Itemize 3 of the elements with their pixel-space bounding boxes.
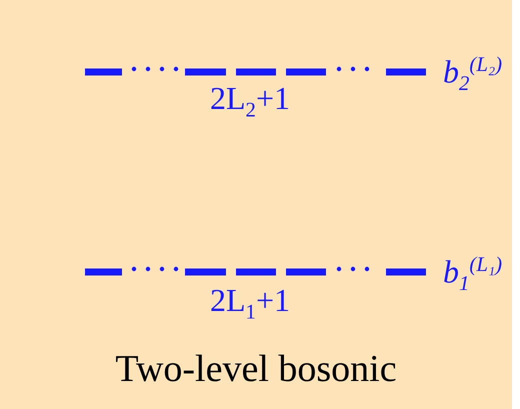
degeneracy-label: 2L$_{1}$+1 bbox=[210, 284, 290, 324]
caption: Two-level bosonic bbox=[115, 350, 397, 388]
degeneracy-label: 2L$_{2}$+1 bbox=[210, 82, 290, 122]
